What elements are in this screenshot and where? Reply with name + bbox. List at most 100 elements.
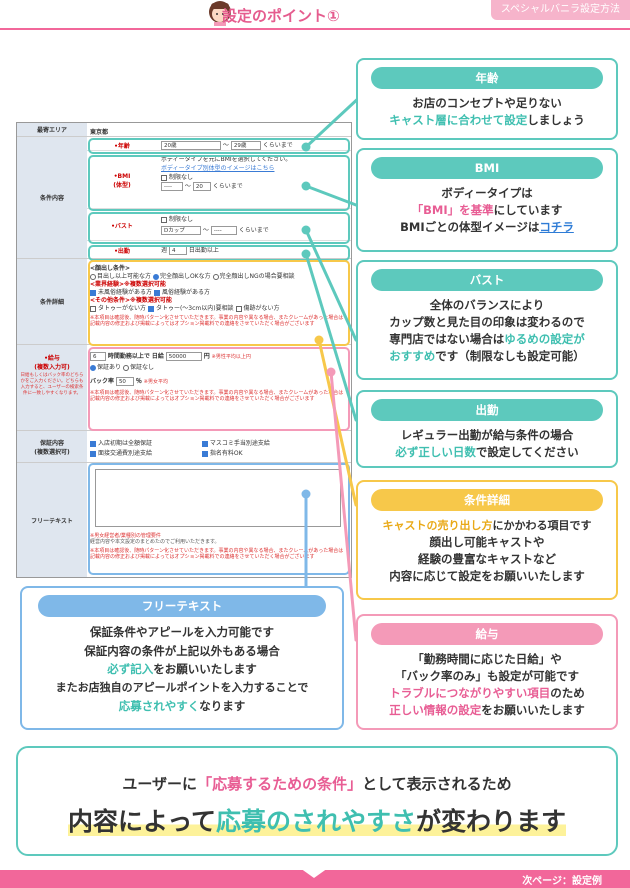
back-input[interactable]: 50: [115, 377, 134, 386]
card-salary-line4: 正しい情報の設定をお願いいたします: [389, 703, 585, 717]
age-label: •年齢: [114, 143, 130, 150]
card-bust-line4: おすすめです（制限なしも設定可能）: [389, 349, 585, 363]
card-age-title: 年齢: [370, 67, 604, 89]
guarantee-checkbox-4[interactable]: [201, 450, 208, 457]
face-option-3: 完全顔出しNGの場合要相談: [219, 273, 295, 280]
exp-option-1: 未風俗経験がある方: [98, 289, 153, 296]
attend-suffix: 日出勤以上: [188, 247, 219, 254]
card-bmi: BMI ボディータイプは 「BMI」を基準にしています BMIごとの体型イメージ…: [356, 148, 618, 252]
next-page-label[interactable]: 次ページ：設定例: [522, 876, 602, 887]
connector-bmi: [304, 184, 358, 207]
face-heading: <顔出し条件>: [90, 265, 131, 272]
age-suffix: くらいまで: [262, 142, 293, 149]
bmi-none-checkbox[interactable]: [161, 174, 167, 181]
salary-hours-select[interactable]: 6: [90, 352, 106, 361]
salary-hours-suffix: 時間勤務以上で: [107, 353, 150, 360]
free-note-2: 経営内容や本文設定のまとめたのでご利用いただきます。: [90, 539, 220, 545]
exp-checkbox-1[interactable]: [90, 289, 96, 296]
bust-to-select[interactable]: ----: [210, 226, 237, 235]
face-radio-2[interactable]: [152, 273, 159, 280]
other-heading: <その他条件>※複数選択可能: [90, 297, 172, 304]
face-radio-3[interactable]: [212, 273, 219, 280]
card-bmi-line1: ボディータイプは: [441, 186, 533, 200]
page-title: 設定のポイント①: [222, 7, 340, 25]
form-row-conditions: 条件内容 •年齢 20歳 ～ 29歳 くらいまで •BMI (体型) ボディータ…: [17, 137, 351, 259]
card-bmi-line2: 「BMI」を基準にしています: [411, 203, 563, 217]
connector-dot-salary: [326, 367, 336, 377]
face-radio-1[interactable]: [90, 273, 96, 280]
card-detail-line2: 顔出し可能キャストや: [429, 535, 545, 549]
bmi-description: ボディータイプを元にBMIを選択してください。: [161, 156, 292, 163]
bmi-none-label: 制限なし: [169, 174, 194, 181]
salary-note: ※本項目は確認後、随時パターン化させていただきます。事業の内容や異なる場合、また…: [90, 390, 344, 402]
other-checkbox-3[interactable]: [235, 305, 242, 312]
connector-dot-age: [301, 142, 311, 152]
salary-content: 6 時間勤務以上で 日給 50000 円 ※男性平均以上円 保証あり 保証なし …: [87, 349, 351, 404]
bust-row: •バスト 制限なし Dカップ ～ ---- くらいまで: [87, 211, 351, 241]
age-from-select[interactable]: 20歳: [161, 141, 221, 150]
area-value: 東京都: [90, 129, 109, 136]
salary-subnote: 日給もしくはバック率のどちらかをご入力ください。どちらも入力すると、ユーザーの検…: [20, 373, 84, 396]
highlight-age: [88, 138, 350, 154]
bmi-suffix: くらいまで: [212, 183, 243, 190]
guarantee-no-label: 保証なし: [129, 364, 154, 371]
free-note-3: ※本項目は確認後、随時パターン化させていただきます。事業の内容や異なる場合、また…: [90, 548, 344, 560]
salary-day-unit: 円: [203, 353, 210, 360]
salary-label: •給与 (複数入力可): [34, 355, 70, 371]
back-label: バック率: [90, 378, 115, 385]
exp-heading: <業界経験>※複数選択可能: [90, 281, 166, 288]
form-row-salary: •給与 (複数入力可) 日給もしくはバック率のどちらかをご入力ください。どちらも…: [17, 345, 351, 431]
guarantee-yes-label: 保証あり: [97, 364, 122, 371]
connector-age: [304, 93, 364, 149]
guarantee-no-radio[interactable]: [122, 364, 129, 371]
form-row-free: フリーテキスト ※男女経営者/業種別の管理要件 経営内容や本文設定のまとめたので…: [17, 463, 351, 577]
bust-from-select[interactable]: Dカップ: [161, 226, 201, 235]
card-free-line3: 必ず記入をお願いいたします: [107, 662, 257, 676]
guarantee-label: 保証内容 (複数選択可): [17, 431, 87, 462]
exp-option-2: 風俗経験がある方: [161, 289, 210, 296]
detail-note: ※本項目は確認後、随時パターン化させていただきます。事業の内容や異なる場合、また…: [90, 315, 344, 327]
connector-detail: [317, 338, 358, 507]
connector-dot-bmi: [301, 181, 311, 191]
conditions-label: 条件内容: [17, 137, 87, 258]
back-unit: ％: [135, 378, 142, 385]
free-label: フリーテキスト: [17, 463, 87, 577]
bmi-to-select[interactable]: 20: [192, 182, 211, 191]
section-tag: スペシャルバニラ設定方法: [490, 0, 630, 20]
guarantee-checkbox-3[interactable]: [90, 450, 96, 457]
bmi-image-link[interactable]: ボディータイプ別体型のイメージはこちら: [161, 165, 275, 172]
highlight-salary: [88, 347, 350, 431]
salary-day-note: ※男性平均以上円: [211, 354, 251, 360]
bust-none-checkbox[interactable]: [161, 216, 167, 223]
other-checkbox-2[interactable]: [147, 305, 154, 312]
card-bust: バスト 全体のバランスにより カップ数と見た目の印象は変わるので 専門店ではない…: [356, 260, 618, 380]
guarantee-checkbox-1[interactable]: [90, 440, 96, 447]
avatar-icon: [209, 1, 231, 26]
bmi-label: •BMI (体型): [113, 173, 131, 189]
card-bust-line2: カップ数と見た目の印象は変わるので: [389, 315, 585, 329]
salary-day-prefix: 日給: [151, 353, 164, 360]
age-separator: ～: [222, 142, 229, 149]
bmi-from-select[interactable]: ----: [161, 182, 183, 191]
attend-label: •出勤: [114, 248, 130, 255]
detail-content: <顔出し条件> 目出し以上可能な方 完全顔出しOKな方 完全顔出しNGの場合要相…: [87, 263, 351, 329]
highlight-bmi: [88, 155, 350, 211]
guarantee-yes-radio[interactable]: [90, 364, 96, 371]
exp-checkbox-2[interactable]: [153, 289, 160, 296]
card-bust-line3: 専門店ではない場合はゆるめの設定が: [389, 332, 585, 346]
face-option-2: 完全顔出しOKな方: [159, 273, 211, 280]
age-to-select[interactable]: 29歳: [230, 141, 261, 150]
down-arrow-icon: [300, 868, 328, 878]
free-textarea[interactable]: [95, 469, 341, 527]
age-row: •年齢 20歳 ～ 29歳 くらいまで: [87, 139, 351, 151]
guarantee-checkbox-2[interactable]: [201, 440, 208, 447]
back-note: ※男女平均: [143, 379, 168, 385]
salary-day-input[interactable]: 50000: [165, 352, 202, 361]
card-free-line4: またお店独自のアピールポイントを入力することで: [55, 680, 309, 694]
card-bmi-line3: BMIごとの体型イメージはコチラ: [400, 220, 574, 234]
area-label: 最寄エリア: [17, 123, 87, 136]
card-attend-line2: 必ず正しい日数で設定してください: [395, 445, 579, 459]
bmi-kochira-link[interactable]: コチラ: [539, 220, 574, 234]
other-checkbox-1[interactable]: [90, 305, 96, 312]
card-salary-title: 給与: [370, 623, 604, 645]
